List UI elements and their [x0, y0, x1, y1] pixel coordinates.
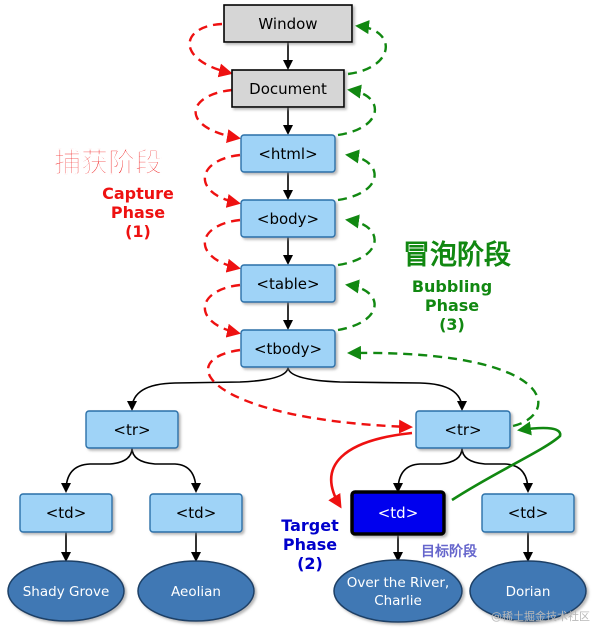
leaf-over-the-river: Over the River, Charlie [333, 559, 463, 623]
bubbling-phase-label: 冒泡阶段 Bubbling Phase (3) [403, 239, 511, 334]
leaf-aeolian-label: Aeolian [171, 584, 221, 600]
leaf-dorian: Dorian [469, 560, 587, 622]
node-td-2-label: <td> [176, 504, 217, 522]
node-td-target: <td> [350, 490, 446, 536]
node-html: <html> [240, 134, 336, 173]
leaf-over-the-river-line1: Over the River, [347, 575, 449, 591]
bubbling-arrows [337, 20, 540, 428]
node-tr-right-label: <tr> [444, 421, 481, 439]
node-document: Document [231, 69, 345, 108]
capture-line3: (1) [125, 222, 151, 241]
leaf-shady-grove-label: Shady Grove [23, 584, 110, 600]
leaf-aeolian: Aeolian [137, 560, 255, 622]
capture-phase-label: 捕获阶段 Capture Phase (1) [54, 148, 174, 241]
bubbling-line3: (3) [439, 315, 465, 334]
node-table: <table> [240, 264, 336, 303]
target-line3: (2) [297, 554, 323, 573]
capture-line2: Phase [111, 203, 165, 222]
target-line2: Phase [283, 535, 337, 554]
node-td-1-label: <td> [46, 504, 87, 522]
node-table-label: <table> [256, 275, 319, 293]
node-td-4-label: <td> [508, 504, 549, 522]
node-tbody-label: <tbody> [254, 340, 322, 358]
leaf-dorian-label: Dorian [506, 584, 551, 600]
node-td-4: <td> [481, 493, 575, 533]
target-to-bubbling-arrow [451, 421, 562, 502]
capture-arrows [188, 22, 413, 434]
target-title-cn: 目标阶段 [421, 543, 477, 560]
node-tr-right: <tr> [415, 410, 511, 449]
bubbling-title-cn: 冒泡阶段 [403, 239, 511, 271]
capture-title-cn: 捕获阶段 [54, 148, 162, 179]
tree-connectors [61, 42, 533, 562]
node-window-label: Window [258, 15, 317, 33]
leaf-over-the-river-line2: Charlie [374, 593, 422, 609]
node-td-1: <td> [19, 493, 113, 533]
capture-line1: Capture [102, 184, 174, 203]
leaf-shady-grove: Shady Grove [7, 560, 125, 622]
target-phase-label: Target Phase (2) 目标阶段 [281, 516, 477, 573]
node-td-2: <td> [149, 493, 243, 533]
target-line1: Target [281, 516, 339, 535]
node-document-label: Document [249, 80, 327, 98]
node-tbody: <tbody> [240, 329, 336, 368]
watermark-text: @稀土掘金技术社区 [491, 609, 590, 623]
node-td-target-label: <td> [378, 504, 419, 522]
node-tr-left: <tr> [85, 410, 179, 449]
node-html-label: <html> [258, 145, 317, 163]
node-tr-left-label: <tr> [113, 421, 150, 439]
node-body-label: <body> [257, 210, 319, 228]
capture-to-target-arrow [328, 431, 413, 509]
bubbling-line2: Phase [425, 296, 479, 315]
node-window: Window [223, 4, 353, 43]
bubbling-line1: Bubbling [412, 277, 492, 296]
node-body: <body> [240, 199, 336, 238]
